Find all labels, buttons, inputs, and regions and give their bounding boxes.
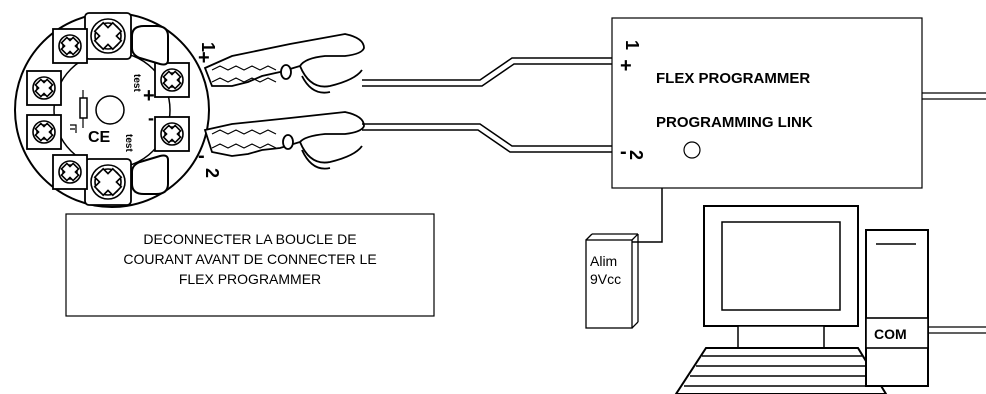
programmer-title: FLEX PROGRAMMER: [656, 70, 810, 87]
test-notches: [131, 25, 169, 195]
programmer-term-bottom-sign: -: [620, 141, 627, 163]
clip-labels: 1 + - 2: [198, 42, 222, 178]
power-supply: [585, 233, 639, 329]
clip-top: [203, 33, 365, 94]
warning-box: DECONNECTER LA BOUCLE DE COURANT AVANT D…: [65, 213, 435, 317]
computer-monitor: [703, 205, 859, 349]
clip-top-number: 1: [198, 42, 218, 52]
com-port-label: COM: [874, 326, 907, 342]
computer-tower: [865, 229, 929, 387]
programmer-term-bottom-number: 2: [626, 150, 646, 160]
clip-top-sign: +: [198, 47, 210, 69]
power-wire: [632, 188, 663, 243]
ce-mark: CE: [88, 129, 111, 146]
transmitter-labels: test test + - CE: [88, 74, 155, 152]
cable-bottom: [362, 123, 612, 153]
transmitter-minus-label: -: [148, 108, 154, 128]
clip-bottom-number: 2: [202, 168, 222, 178]
screw-small-5: [154, 62, 190, 98]
test-label-bottom: test: [123, 134, 134, 152]
programmer-subtitle: PROGRAMMING LINK: [656, 114, 813, 131]
transmitter-plus-label: +: [143, 85, 155, 107]
test-label-top: test: [131, 74, 142, 92]
screw-large-1: [84, 12, 132, 60]
computer-keyboard: [674, 347, 888, 394]
screw-small-3: [26, 114, 62, 150]
center-hole: [95, 95, 125, 125]
warning-line-2: COURANT AVANT DE CONNECTER LE: [123, 251, 376, 267]
power-line-1: Alim: [590, 253, 617, 269]
programmer-output-cable: [922, 92, 986, 100]
programmer-led: [683, 141, 701, 159]
warning-line-3: FLEX PROGRAMMER: [179, 271, 321, 287]
com-cable: [928, 326, 986, 334]
flex-programmer-box: FLEX PROGRAMMER PROGRAMMING LINK 1 + - 2: [611, 17, 923, 189]
screw-large-2: [84, 158, 132, 206]
test-notch-bottom: [131, 154, 169, 195]
terminal-screws: [26, 12, 190, 206]
test-notch-top: [131, 25, 169, 66]
programmer-term-top-sign: +: [620, 55, 632, 77]
programmer-term-top-number: 1: [622, 40, 642, 50]
power-line-2: 9Vcc: [590, 271, 621, 287]
screw-small-1: [52, 28, 88, 64]
clip-bottom-sign: -: [198, 145, 205, 167]
clip-bottom: [203, 111, 365, 170]
cable-top: [362, 57, 612, 87]
screw-small-4: [52, 154, 88, 190]
screw-small-6: [154, 116, 190, 152]
warning-line-1: DECONNECTER LA BOUCLE DE: [143, 231, 356, 247]
screw-small-2: [26, 70, 62, 106]
